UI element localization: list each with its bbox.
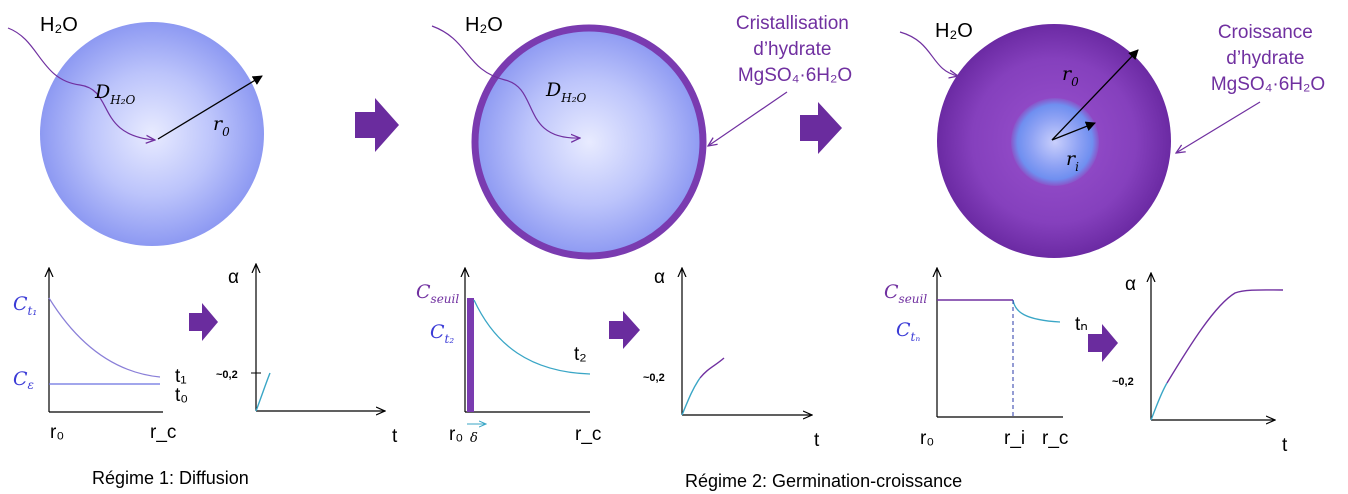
kinetics-plot-2: α t ~0,2	[643, 267, 820, 451]
conc-3-curve-tn	[1012, 299, 1061, 323]
sphere-2-caption: Cristallisation d’hydrate MgSO₄·6H₂O	[736, 13, 854, 86]
sphere-1-radius-arrow	[157, 75, 263, 140]
conc-3-label-r0: r₀	[920, 428, 934, 449]
sphere-3-caption-pointer	[1176, 101, 1261, 153]
sphere-2-water-label: H₂O	[465, 14, 503, 36]
kin-1-y-label: α	[228, 267, 239, 288]
small-arrow-1	[189, 303, 218, 341]
conc-3-label-cseuil: Cseuil	[884, 281, 927, 306]
sphere-2-caption-pointer	[708, 91, 788, 146]
caption-regime-1: Régime 1: Diffusion	[92, 468, 249, 488]
conc-3-label-rc: r_c	[1042, 428, 1068, 449]
concentration-plot-2: Cseuil Ct₂ t₂ r₀ δ r_c	[416, 268, 601, 446]
kin-2-curve-late	[699, 357, 725, 379]
conc-2-label-delta: δ	[470, 431, 478, 446]
sphere-1-water-path	[7, 27, 155, 140]
conc-3-label-ri: r_i	[1004, 428, 1025, 449]
sphere-3-group: H₂O r0 ri Croissance d’hydrate MgSO₄·6H₂…	[899, 20, 1325, 258]
kinetics-plot-1: α t ~0,2	[216, 264, 398, 447]
sphere-3-ri-arrow	[1051, 121, 1096, 141]
conc-2-label-r0: r₀	[449, 424, 463, 445]
concentration-plot-3: Cseuil Ctₙ tₙ r₀ r_i r_c	[884, 268, 1088, 449]
kin-1-tick-label: ~0,2	[216, 369, 238, 381]
sphere-1-group: H₂O DH₂O r0	[7, 14, 264, 246]
kin-1-x-label: t	[392, 426, 398, 447]
sphere-1-water-label: H₂O	[40, 14, 78, 36]
conc-3-label-tn: tₙ	[1075, 314, 1088, 335]
conc-1-label-ceps: Cε	[13, 368, 34, 392]
sphere-3-r0-arrow	[1051, 49, 1139, 141]
conc-1-curve-t1	[48, 297, 161, 378]
kinetics-plot-3: α t ~0,2	[1112, 273, 1288, 456]
kin-3-tick-label: ~0,2	[1112, 376, 1134, 388]
conc-1-label-rc: r_c	[150, 422, 176, 443]
sphere-2-body	[471, 24, 707, 260]
conc-1-label-r0: r₀	[50, 422, 64, 443]
sphere-2-group: H₂O DH₂O Cristallisation d’hydrate MgSO₄…	[431, 13, 854, 260]
conc-3-label-ctn: Ctₙ	[896, 319, 920, 344]
sphere-3-caption: Croissance d’hydrate MgSO₄·6H₂O	[1211, 22, 1325, 95]
caption-regime-2: Régime 2: Germination-croissance	[685, 471, 962, 491]
sphere-3-core	[1011, 98, 1099, 186]
conc-2-curve-t2	[473, 299, 591, 375]
conc-2-label-rc: r_c	[575, 424, 601, 445]
concentration-plot-1: Ct₁ Cε t₁ t₀ r₀ r_c	[13, 268, 188, 443]
sphere-3-water-path	[899, 31, 958, 76]
kin-3-curve-early	[1150, 382, 1168, 421]
sphere-2-water-path	[431, 25, 580, 138]
kin-3-y-label: α	[1125, 274, 1136, 295]
kin-2-y-label: α	[654, 267, 665, 288]
sphere-3-ri-label: ri	[1066, 148, 1079, 174]
big-arrow-1	[355, 98, 399, 152]
sphere-3-water-label: H₂O	[935, 20, 973, 42]
kin-2-tick-label: ~0,2	[643, 372, 665, 384]
small-arrow-2	[609, 311, 640, 349]
conc-2-hydrate-layer	[467, 298, 474, 412]
kin-3-curve-late	[1166, 289, 1284, 384]
sphere-1-diffusion-label: DH₂O	[94, 81, 136, 107]
sphere-1-radius-label: r0	[213, 113, 230, 139]
conc-1-label-t1: t₁	[175, 366, 187, 387]
kin-2-x-label: t	[814, 430, 820, 451]
sphere-1-body	[40, 22, 264, 246]
conc-2-label-ct2: Ct₂	[430, 321, 454, 346]
kin-1-curve	[255, 372, 271, 412]
sphere-2-diffusion-label: DH₂O	[545, 79, 587, 105]
conc-1-label-ct1: Ct₁	[13, 293, 37, 318]
conc-1-label-t0: t₀	[175, 385, 188, 406]
small-arrow-3	[1088, 324, 1118, 362]
kin-3-x-label: t	[1282, 435, 1288, 456]
kin-2-curve-early	[681, 377, 701, 416]
sphere-3-r0-label: r0	[1062, 63, 1079, 89]
big-arrow-2	[800, 102, 842, 154]
conc-2-label-cseuil: Cseuil	[416, 281, 459, 306]
conc-2-label-t2: t₂	[574, 344, 587, 365]
